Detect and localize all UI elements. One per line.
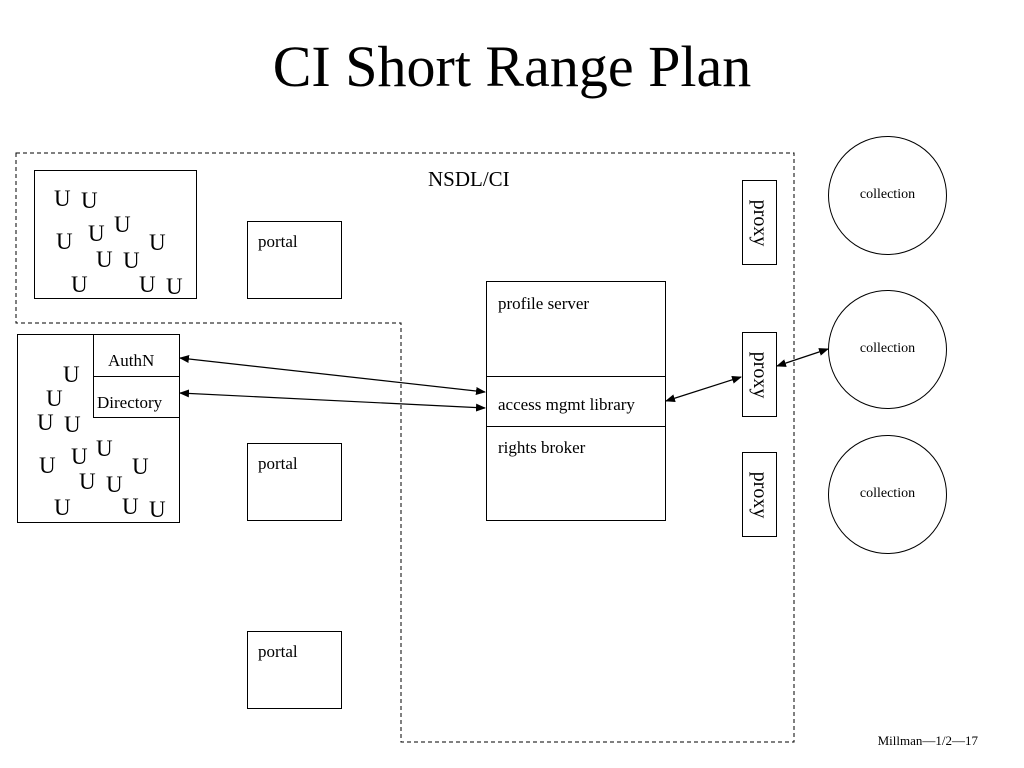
proxy-label: proxy: [749, 471, 771, 519]
user-glyph: U: [37, 410, 54, 435]
access-to-proxy-arrow: [665, 375, 742, 403]
proxy-box-middle[interactable]: proxy: [742, 332, 777, 417]
user-glyph: U: [96, 436, 113, 461]
user-glyph: U: [88, 221, 105, 246]
proxy-box-top[interactable]: proxy: [742, 180, 777, 265]
user-glyph: U: [149, 230, 166, 255]
user-glyph: U: [81, 188, 98, 213]
user-glyph: U: [106, 472, 123, 497]
user-glyph: U: [46, 386, 63, 411]
proxy-to-collection-arrow: [776, 348, 829, 367]
directory-label: Directory: [97, 393, 163, 412]
slide-title: CI Short Range Plan: [272, 34, 752, 99]
profile-server-box[interactable]: profile server: [486, 281, 666, 377]
collection-label: collection: [859, 486, 916, 501]
access-mgmt-library-label: access mgmt library: [498, 395, 635, 414]
directory-to-access-arrow: [179, 389, 486, 412]
user-glyph: U: [139, 272, 156, 297]
user-glyph: U: [54, 495, 71, 520]
user-glyph: U: [132, 454, 149, 479]
portal-box-top[interactable]: portal: [247, 221, 342, 299]
portal-label: portal: [258, 232, 298, 251]
users-box-top: U U U U U U U U U U U: [34, 170, 197, 299]
nsdl-ci-label: NSDL/CI: [428, 167, 510, 191]
user-glyph: U: [166, 274, 183, 299]
proxy-label: proxy: [749, 199, 771, 247]
user-glyph: U: [122, 494, 139, 519]
user-glyph: U: [114, 212, 131, 237]
portal-box-middle[interactable]: portal: [247, 443, 342, 521]
authn-box[interactable]: AuthN: [93, 334, 180, 377]
rights-broker-label: rights broker: [498, 438, 586, 457]
user-glyph: U: [63, 362, 80, 387]
portal-label: portal: [258, 642, 298, 661]
portal-box-bottom[interactable]: portal: [247, 631, 342, 709]
collection-circle-middle[interactable]: collection: [828, 290, 947, 409]
user-glyph: U: [54, 186, 71, 211]
user-glyph: U: [64, 412, 81, 437]
user-glyph: U: [79, 469, 96, 494]
rights-broker-box[interactable]: rights broker: [486, 426, 666, 521]
collection-circle-top[interactable]: collection: [828, 136, 947, 255]
user-glyph: U: [71, 444, 88, 469]
user-glyph: U: [56, 229, 73, 254]
user-glyph: U: [39, 453, 56, 478]
user-glyph: U: [96, 247, 113, 272]
portal-label: portal: [258, 454, 298, 473]
user-glyph: U: [149, 497, 166, 522]
proxy-label: proxy: [749, 351, 771, 399]
slide-footer: Millman—1/2—17: [877, 733, 978, 748]
user-glyph: U: [71, 272, 88, 297]
proxy-box-bottom[interactable]: proxy: [742, 452, 777, 537]
collection-label: collection: [859, 187, 916, 202]
user-glyph: U: [123, 248, 140, 273]
profile-server-label: profile server: [498, 294, 590, 313]
access-mgmt-library-box[interactable]: access mgmt library: [486, 376, 666, 427]
authn-to-access-arrow: [179, 355, 486, 395]
collection-circle-bottom[interactable]: collection: [828, 435, 947, 554]
collection-label: collection: [859, 341, 916, 356]
authn-label: AuthN: [108, 351, 155, 370]
directory-box[interactable]: Directory: [93, 376, 180, 418]
